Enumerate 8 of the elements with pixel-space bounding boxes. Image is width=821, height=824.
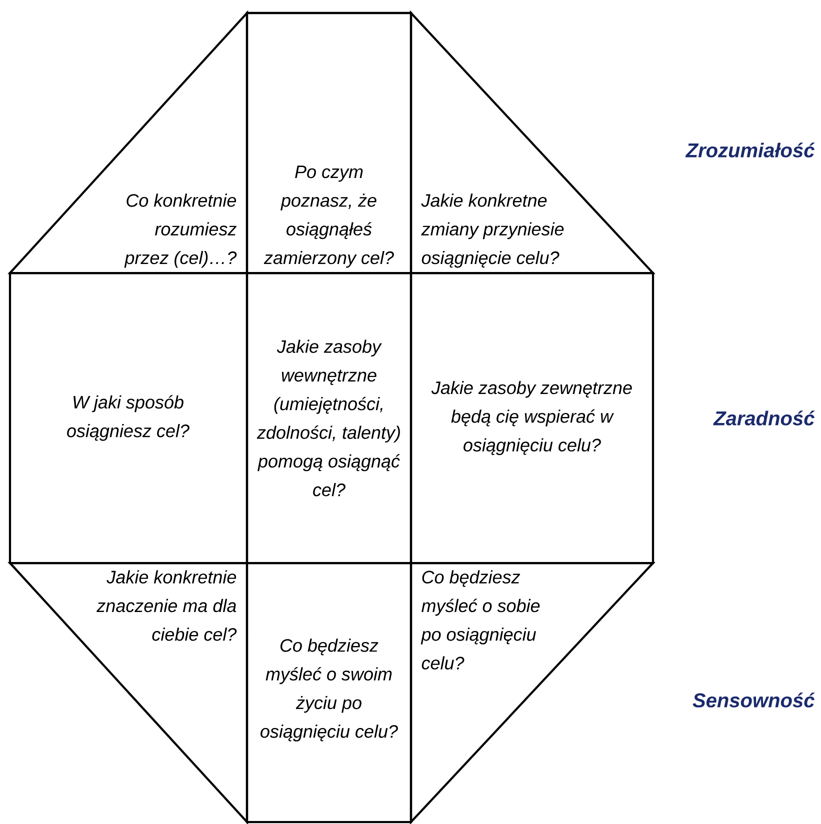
rectangle-cell: Jakie zasoby wewnętrzne (umiejętności, zdolności, talenty) pomogą osiągnąć cel? bbox=[246, 272, 412, 564]
rectangle-cell: Jakie zasoby zewnętrzne będą cię wspierać w osiągnięciu celu? bbox=[410, 272, 654, 564]
rectangle-cell: Po czym poznasz, że osiągnąłeś zamierzony cel? bbox=[246, 12, 412, 274]
row-heading: Zrozumiałość bbox=[685, 142, 815, 158]
rectangle-cell: Co będziesz myśleć o swoim życiu po osiągnięciu celu? bbox=[246, 562, 412, 824]
rectangle-cell: W jaki sposób osiągniesz cel? bbox=[8, 272, 248, 564]
row-heading: Zaradność bbox=[713, 410, 815, 426]
row-heading: Sensowność bbox=[692, 692, 815, 708]
